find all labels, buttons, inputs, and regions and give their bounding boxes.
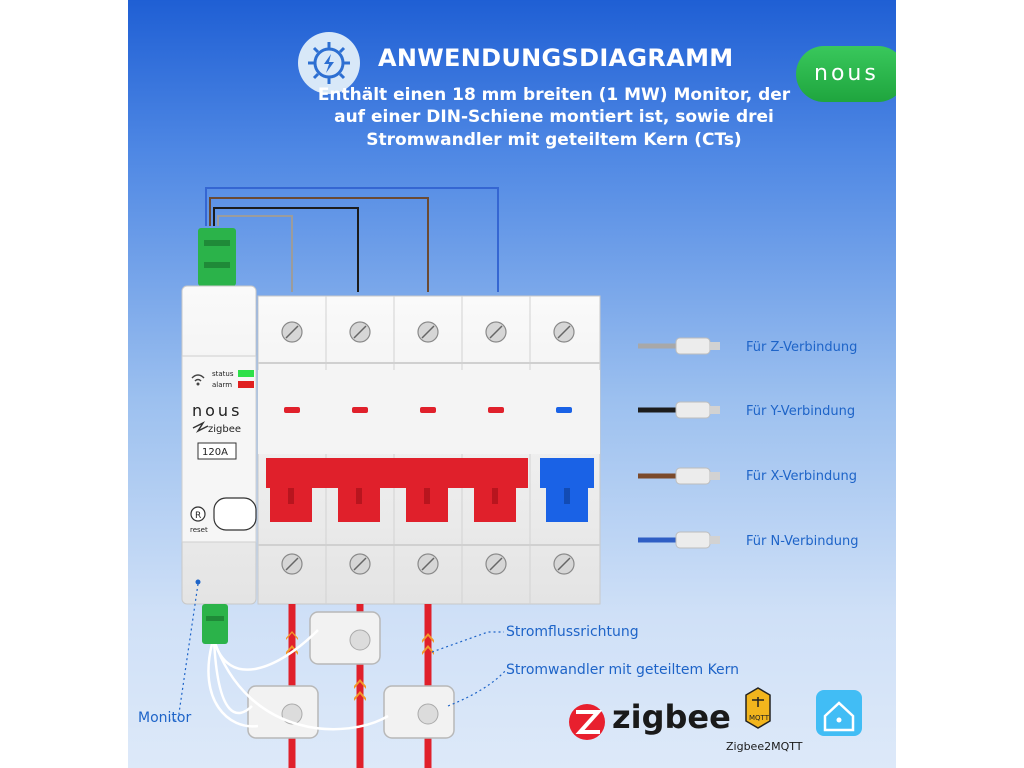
wire-label-n: Für N-Verbindung xyxy=(746,534,859,549)
zigbee2mqtt-logo xyxy=(745,687,771,729)
diagram-title: ANWENDUNGSDIAGRAMM xyxy=(378,44,734,72)
reset-label: reset xyxy=(190,526,208,534)
monitor-label: Monitor xyxy=(138,710,192,726)
wire-label-z: Für Z-Verbindung xyxy=(746,340,858,355)
terminal-block-bottom xyxy=(202,604,228,644)
zigbee-logo-icon xyxy=(569,704,605,740)
monitor-device xyxy=(181,285,257,605)
breaker-handles xyxy=(266,458,594,522)
current-flow-label: Stromflussrichtung xyxy=(506,624,639,640)
device-brand: nous xyxy=(192,401,242,420)
circuit-breaker-block xyxy=(257,295,601,605)
status-led xyxy=(238,370,254,377)
device-rating: 120A xyxy=(202,447,228,458)
ct-label: Stromwandler mit geteiltem Kern xyxy=(506,662,740,678)
alarm-label: alarm xyxy=(212,381,232,389)
application-diagram: ANWENDUNGSDIAGRAMM Enthält einen 18 mm b… xyxy=(128,0,896,768)
wifi-icon xyxy=(191,374,205,382)
gear-icon xyxy=(298,32,360,94)
home-assistant-icon xyxy=(816,690,862,736)
wire-label-y: Für Y-Verbindung xyxy=(746,404,856,419)
zigbee-small-icon xyxy=(192,421,209,433)
wire-label-x: Für X-Verbindung xyxy=(746,469,857,484)
wiring-diagram: status alarm nous zigbee 120A R reset xyxy=(170,187,862,768)
ct-leads xyxy=(207,629,389,731)
status-label: status xyxy=(212,370,234,378)
alarm-led xyxy=(238,381,254,388)
reset-symbol: R xyxy=(195,511,201,521)
zigbee2mqtt-label: Zigbee2MQTT xyxy=(726,740,803,753)
nous-logo: nous xyxy=(796,46,896,102)
diagram-subtitle: Enthält einen 18 mm breiten (1 MW) Monit… xyxy=(317,85,791,150)
current-flow-arrows xyxy=(286,631,434,701)
top-wires xyxy=(205,187,499,292)
device-zigbee-label: zigbee xyxy=(208,424,241,435)
zigbee-logo-text: zigbee xyxy=(612,698,731,736)
breaker-indicators xyxy=(284,407,572,413)
terminal-block-top xyxy=(198,228,236,286)
reset-button xyxy=(213,497,257,531)
wire-samples xyxy=(638,337,720,549)
zigbee2mqtt-badge-text: MQTT xyxy=(749,714,770,722)
